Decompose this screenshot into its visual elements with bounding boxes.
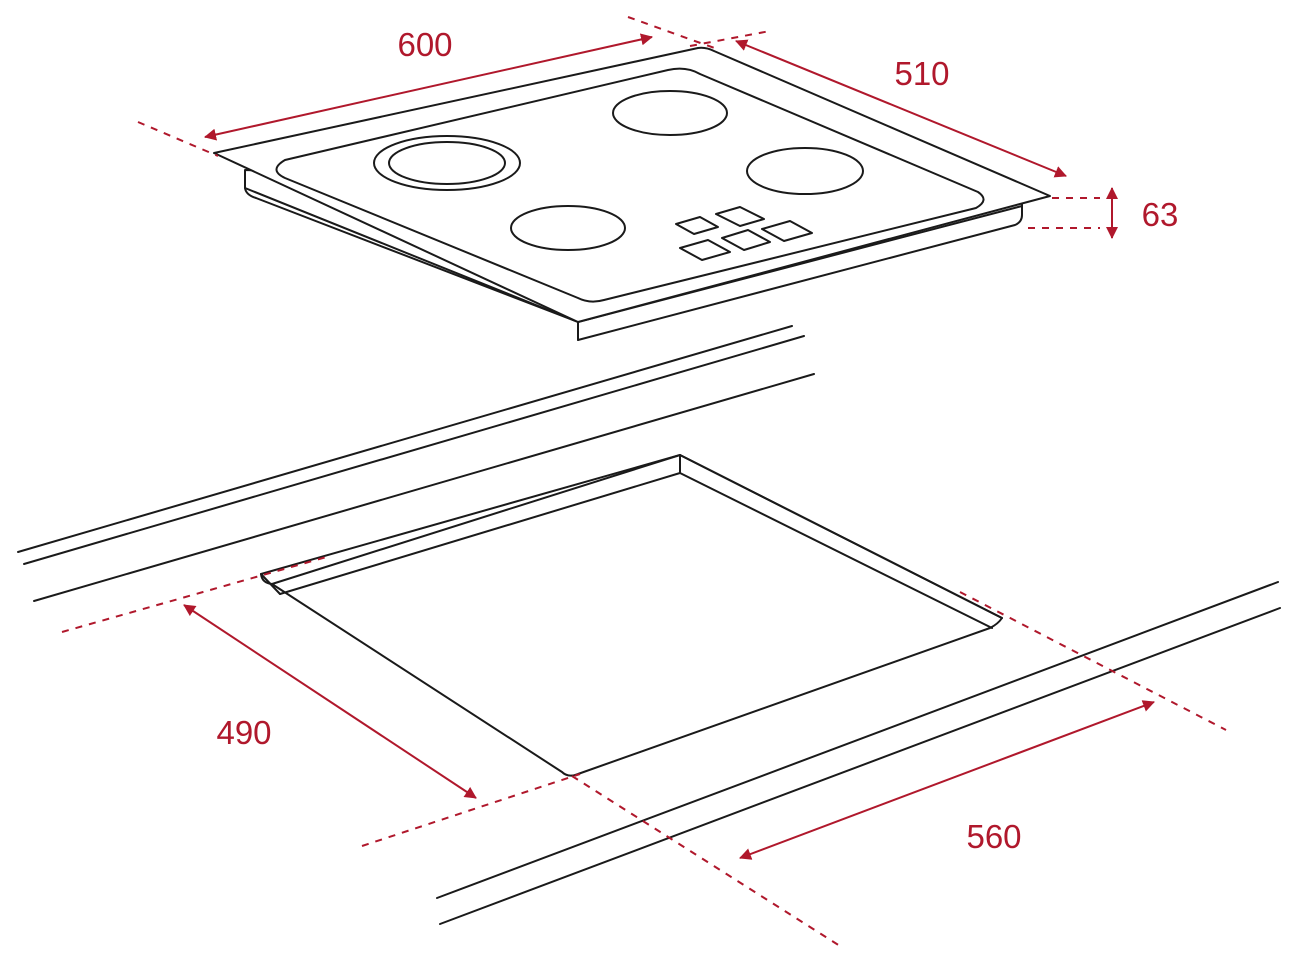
hob-inner-frame — [275, 67, 985, 303]
control-key-5 — [761, 220, 813, 242]
dim-line-cutout-depth — [183, 604, 477, 799]
zone-inner-ring — [388, 141, 506, 185]
countertop — [17, 325, 1281, 925]
ext-line-hob-back-b — [689, 30, 771, 47]
cutout-outer-rim — [260, 454, 1003, 777]
control-key-2 — [715, 206, 765, 227]
label-cutout-depth: 490 — [216, 714, 271, 751]
label-hob-width: 600 — [397, 26, 452, 63]
countertop-front-edge-top — [436, 581, 1279, 899]
control-key-1 — [675, 216, 719, 235]
control-key-3 — [679, 239, 731, 261]
cutout-left-corner — [260, 573, 281, 595]
countertop-cutout — [260, 454, 1003, 777]
ext-line-cutout-front — [361, 773, 581, 847]
label-hob-depth: 510 — [894, 55, 949, 92]
cutout-back-wall — [260, 454, 1003, 619]
countertop-front-edge-bottom — [439, 607, 1281, 925]
label-cutout-width: 560 — [966, 818, 1021, 855]
ext-line-cutout-right — [959, 591, 1227, 731]
dim-line-hob-depth — [735, 39, 1067, 178]
cooking-zone-front — [510, 205, 626, 251]
ext-line-cutout-back — [61, 555, 331, 633]
countertop-back-edge-top — [17, 325, 793, 553]
dimension-annotations: 600 510 63 490 560 — [61, 16, 1227, 947]
dim-line-hob-width — [204, 33, 653, 141]
control-key-4 — [721, 229, 771, 251]
ext-line-hob-left — [137, 121, 219, 157]
ext-line-hob-back-a — [627, 16, 721, 51]
ext-line-cutout-left — [571, 775, 841, 947]
countertop-back-edge-lower — [33, 373, 815, 602]
dim-line-cutout-width — [739, 700, 1155, 860]
countertop-back-edge-bottom — [23, 335, 805, 565]
label-hob-height: 63 — [1142, 196, 1179, 233]
touch-control-panel — [675, 206, 813, 261]
cutout-back-wall-inner — [279, 472, 993, 629]
